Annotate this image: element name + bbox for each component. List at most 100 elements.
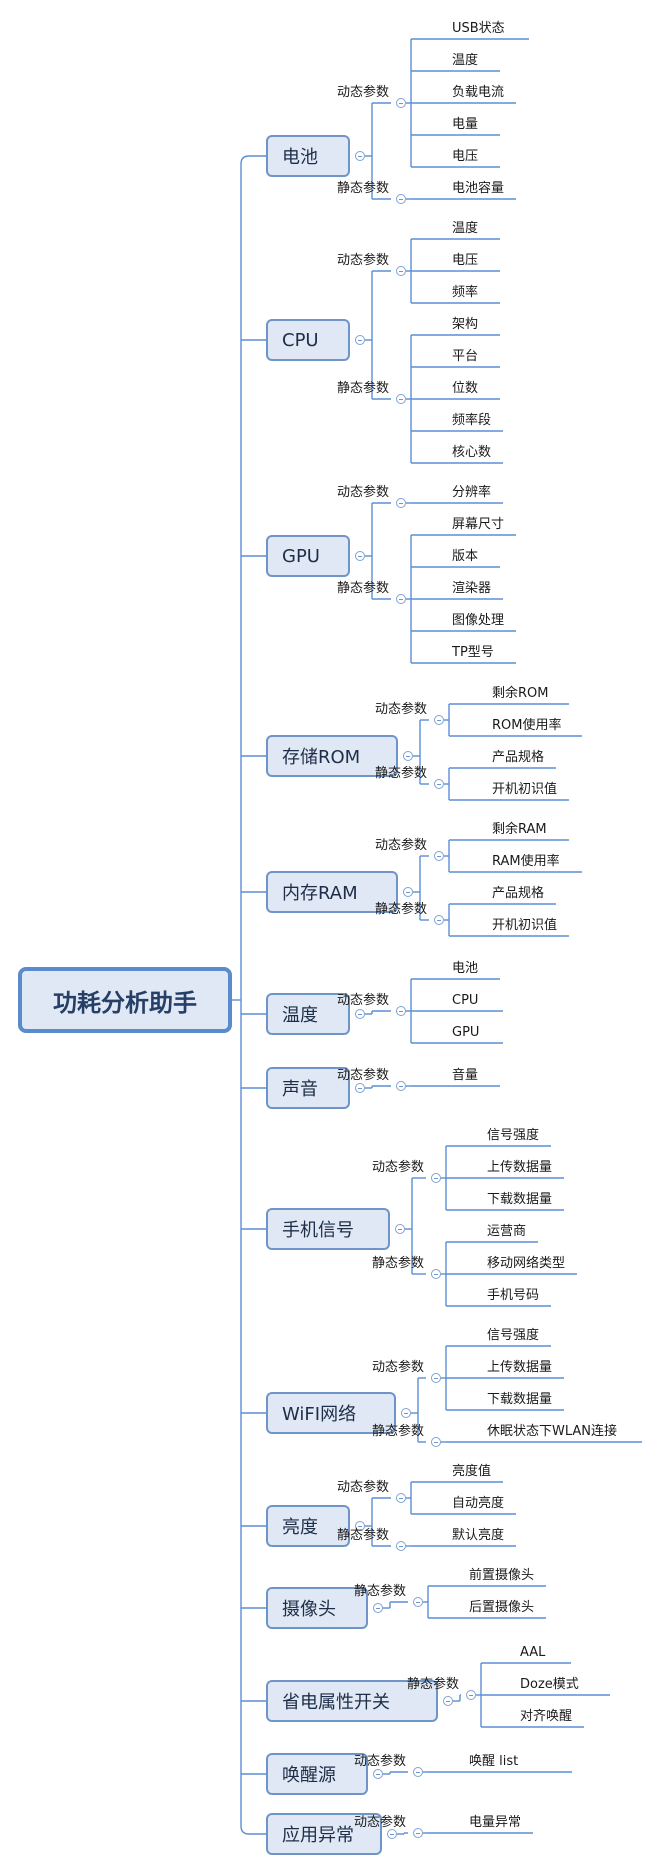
leaf-label: 版本: [452, 549, 479, 564]
collapse-icon[interactable]: [395, 1224, 405, 1234]
branch-node[interactable]: GPU: [266, 535, 350, 577]
group-label: 动态参数: [337, 1068, 390, 1083]
leaf-label: 前置摄像头: [469, 1568, 535, 1583]
branch-node[interactable]: 唤醒源: [266, 1753, 368, 1795]
leaf-label: 平台: [452, 349, 479, 364]
collapse-icon[interactable]: [355, 335, 365, 345]
leaf-label: 下载数据量: [487, 1392, 553, 1407]
branch-label: 亮度: [282, 1517, 318, 1538]
leaf-label: 负载电流: [452, 85, 505, 100]
leaf-label: 电压: [452, 253, 479, 268]
group-label: 静态参数: [372, 1256, 425, 1271]
leaf-label: 信号强度: [487, 1128, 540, 1143]
group-label: 动态参数: [337, 253, 390, 268]
group-label: 静态参数: [375, 902, 428, 917]
leaf-label: 后置摄像头: [469, 1600, 535, 1615]
collapse-icon[interactable]: [355, 151, 365, 161]
group-label: 动态参数: [354, 1754, 407, 1769]
collapse-icon[interactable]: [373, 1769, 383, 1779]
collapse-icon[interactable]: [434, 851, 444, 861]
branch-label: 唤醒源: [282, 1765, 336, 1786]
leaf-label: 电量: [452, 117, 479, 132]
leaf-label: 上传数据量: [487, 1360, 553, 1375]
group-label: 动态参数: [337, 993, 390, 1008]
branch-node[interactable]: 亮度: [266, 1505, 350, 1547]
collapse-icon[interactable]: [434, 915, 444, 925]
leaf-label: 屏幕尺寸: [452, 517, 505, 532]
leaf-label: 开机初识值: [492, 782, 558, 797]
collapse-icon[interactable]: [413, 1597, 423, 1607]
leaf-label: 剩余ROM: [492, 686, 549, 701]
group-label: 动态参数: [372, 1360, 425, 1375]
leaf-label: 上传数据量: [487, 1160, 553, 1175]
collapse-icon[interactable]: [355, 1521, 365, 1531]
leaf-label: 渲染器: [452, 581, 492, 596]
collapse-icon[interactable]: [396, 394, 406, 404]
group-label: 动态参数: [375, 702, 428, 717]
group-label: 动态参数: [354, 1815, 407, 1830]
leaf-label: 架构: [452, 317, 479, 332]
leaf-label: 电池容量: [452, 181, 505, 196]
leaf-label: 对齐唤醒: [520, 1709, 573, 1724]
collapse-icon[interactable]: [396, 1541, 406, 1551]
branch-node[interactable]: 内存RAM: [266, 871, 398, 913]
collapse-icon[interactable]: [355, 1083, 365, 1093]
branch-node[interactable]: 摄像头: [266, 1587, 368, 1629]
leaf-label: 产品规格: [492, 750, 545, 765]
branch-node[interactable]: 手机信号: [266, 1208, 390, 1250]
collapse-icon[interactable]: [396, 98, 406, 108]
collapse-icon[interactable]: [434, 779, 444, 789]
branch-node[interactable]: 温度: [266, 993, 350, 1035]
leaf-label: 默认亮度: [452, 1528, 505, 1543]
collapse-icon[interactable]: [431, 1173, 441, 1183]
collapse-icon[interactable]: [403, 887, 413, 897]
leaf-label: 下载数据量: [487, 1192, 553, 1207]
collapse-icon[interactable]: [396, 594, 406, 604]
collapse-icon[interactable]: [387, 1829, 397, 1839]
collapse-icon[interactable]: [443, 1696, 453, 1706]
leaf-label: 移动网络类型: [487, 1256, 566, 1271]
branch-node[interactable]: 存储ROM: [266, 735, 398, 777]
leaf-label: 手机号码: [487, 1288, 540, 1303]
branch-label: 手机信号: [282, 1220, 354, 1241]
leaf-label: 唤醒 list: [469, 1754, 519, 1769]
collapse-icon[interactable]: [466, 1690, 476, 1700]
leaf-label: 图像处理: [452, 613, 505, 628]
collapse-icon[interactable]: [434, 715, 444, 725]
leaf-label: 位数: [452, 381, 479, 396]
group-label: 静态参数: [337, 181, 390, 196]
branch-node[interactable]: WiFI网络: [266, 1392, 396, 1434]
branch-node[interactable]: 省电属性开关: [266, 1680, 438, 1722]
collapse-icon[interactable]: [355, 551, 365, 561]
collapse-icon[interactable]: [396, 1493, 406, 1503]
collapse-icon[interactable]: [373, 1603, 383, 1613]
leaf-label: 产品规格: [492, 886, 545, 901]
collapse-icon[interactable]: [403, 751, 413, 761]
root-node[interactable]: 功耗分析助手: [18, 967, 232, 1033]
collapse-icon[interactable]: [431, 1269, 441, 1279]
collapse-icon[interactable]: [431, 1373, 441, 1383]
collapse-icon[interactable]: [396, 1006, 406, 1016]
group-label: 静态参数: [372, 1424, 425, 1439]
collapse-icon[interactable]: [396, 194, 406, 204]
branch-label: 电池: [282, 147, 318, 168]
branch-node[interactable]: 电池: [266, 135, 350, 177]
branch-node[interactable]: CPU: [266, 319, 350, 361]
group-label: 动态参数: [337, 485, 390, 500]
leaf-label: TP型号: [452, 645, 494, 660]
collapse-icon[interactable]: [396, 266, 406, 276]
group-label: 动态参数: [337, 1480, 390, 1495]
branch-node[interactable]: 应用异常: [266, 1813, 382, 1855]
branch-node[interactable]: 声音: [266, 1067, 350, 1109]
collapse-icon[interactable]: [413, 1767, 423, 1777]
collapse-icon[interactable]: [431, 1437, 441, 1447]
collapse-icon[interactable]: [396, 498, 406, 508]
branch-label: 声音: [282, 1079, 318, 1100]
collapse-icon[interactable]: [413, 1828, 423, 1838]
collapse-icon[interactable]: [401, 1408, 411, 1418]
collapse-icon[interactable]: [355, 1009, 365, 1019]
branch-label: CPU: [282, 329, 319, 351]
collapse-icon[interactable]: [396, 1081, 406, 1091]
